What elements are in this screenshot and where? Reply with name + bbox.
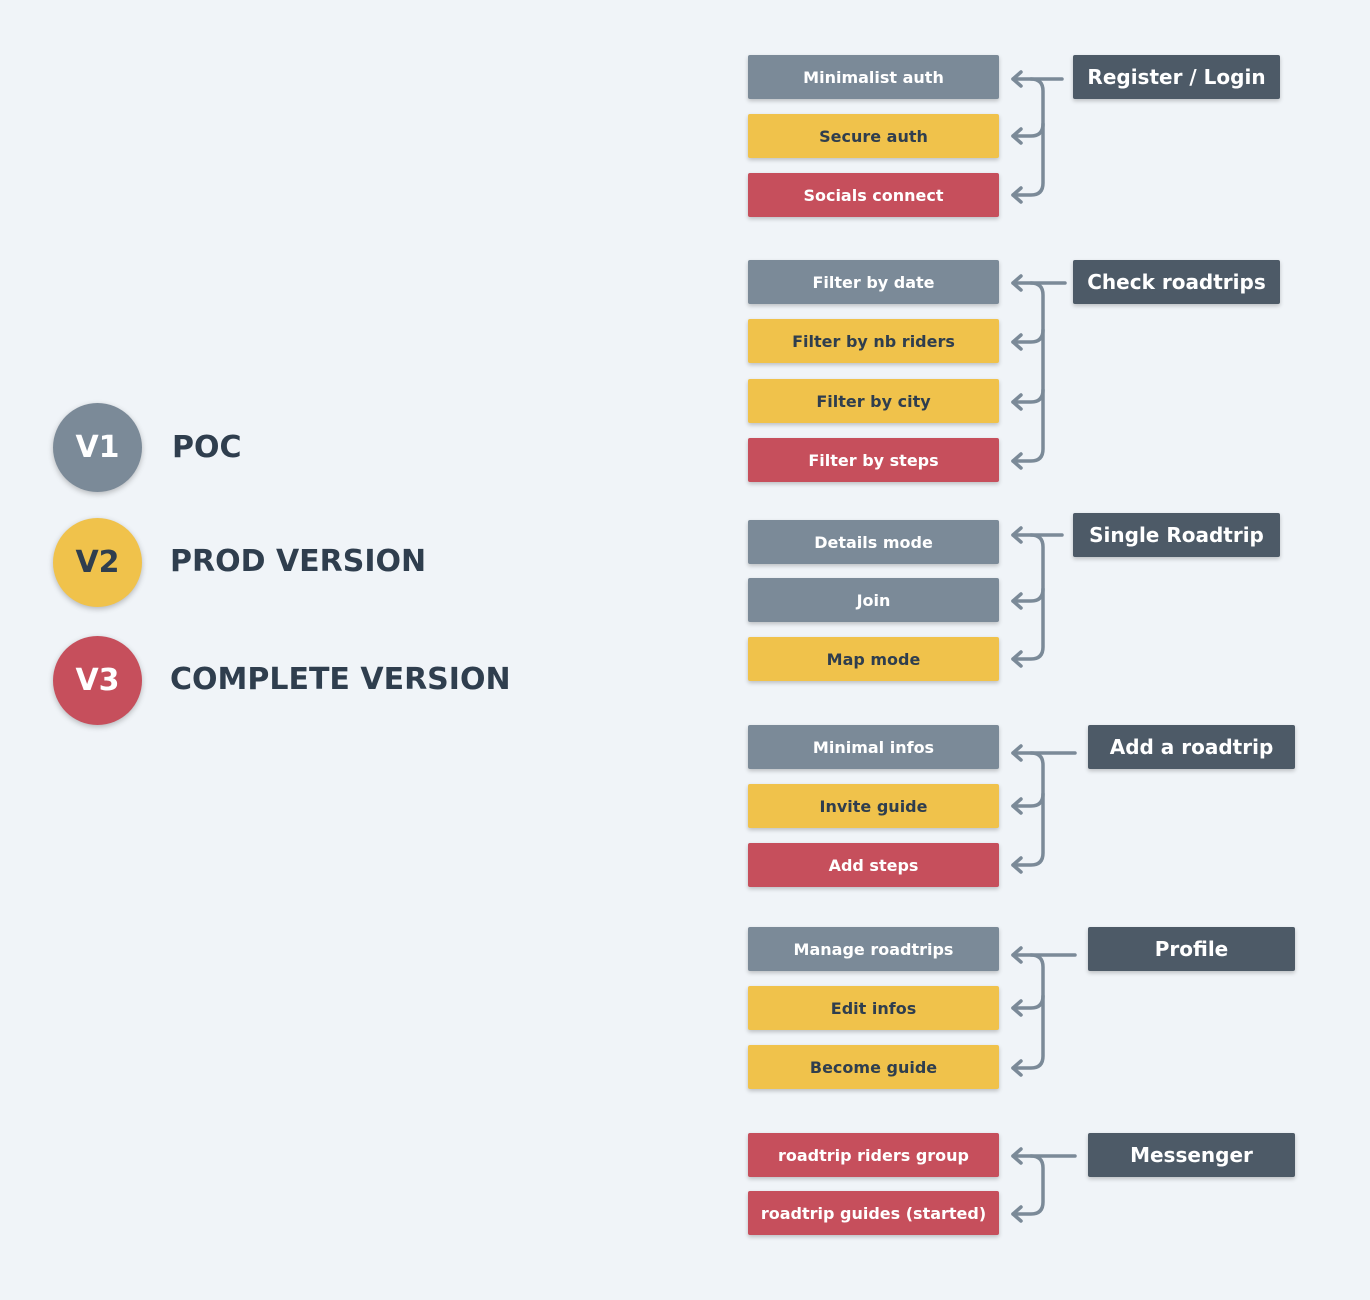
arrowhead-profile-2	[1011, 1059, 1023, 1077]
arrowhead-messenger-0	[1011, 1147, 1023, 1165]
connector-branch-register-login-1	[1011, 122, 1045, 138]
arrowhead-register-login-1	[1011, 127, 1023, 145]
feature-edit-infos: Edit infos	[748, 986, 999, 1030]
connector-branch-add-a-roadtrip-1	[1011, 792, 1045, 808]
connector-branch-single-roadtrip-1	[1011, 587, 1045, 603]
feature-secure-auth: Secure auth	[748, 114, 999, 158]
feature-filter-by-steps: Filter by steps	[748, 438, 999, 482]
feature-minimalist-auth: Minimalist auth	[748, 55, 999, 99]
legend-badge-v3: V3	[53, 636, 142, 725]
arrowhead-add-a-roadtrip-2	[1011, 856, 1023, 874]
feature-add-steps: Add steps	[748, 843, 999, 887]
feature-roadtrip-riders-group: roadtrip riders group	[748, 1133, 999, 1177]
feature-join: Join	[748, 578, 999, 622]
arrowhead-profile-1	[1011, 999, 1023, 1017]
feature-filter-by-nb-riders: Filter by nb riders	[748, 319, 999, 363]
legend-label-v3: COMPLETE VERSION	[170, 662, 511, 697]
arrowhead-check-roadtrips-3	[1011, 452, 1023, 470]
arrowhead-register-login-0	[1011, 70, 1023, 88]
category-profile: Profile	[1088, 927, 1295, 971]
category-register-login: Register / Login	[1073, 55, 1280, 99]
arrowhead-register-login-2	[1011, 186, 1023, 204]
legend-label-v1: POC	[172, 430, 242, 465]
category-add-a-roadtrip: Add a roadtrip	[1088, 725, 1295, 769]
connector-branch-profile-1	[1011, 994, 1045, 1010]
feature-minimal-infos: Minimal infos	[748, 725, 999, 769]
feature-map-mode: Map mode	[748, 637, 999, 681]
feature-filter-by-city: Filter by city	[748, 379, 999, 423]
arrowhead-profile-0	[1011, 946, 1023, 964]
category-messenger: Messenger	[1088, 1133, 1295, 1177]
feature-filter-by-date: Filter by date	[748, 260, 999, 304]
category-single-roadtrip: Single Roadtrip	[1073, 513, 1280, 557]
legend-badge-text: V1	[75, 430, 120, 465]
legend-label-v2: PROD VERSION	[170, 544, 427, 579]
arrowhead-add-a-roadtrip-1	[1011, 797, 1023, 815]
legend-badge-v1: V1	[53, 403, 142, 492]
legend-badge-text: V2	[75, 545, 120, 580]
arrowhead-single-roadtrip-0	[1011, 526, 1023, 544]
legend-badge-text: V3	[75, 663, 120, 698]
connector-bus-check-roadtrips	[1011, 281, 1045, 463]
arrowhead-add-a-roadtrip-0	[1011, 744, 1023, 762]
arrowhead-check-roadtrips-1	[1011, 333, 1023, 351]
arrowhead-single-roadtrip-2	[1011, 650, 1023, 668]
arrowhead-check-roadtrips-2	[1011, 393, 1023, 411]
feature-socials-connect: Socials connect	[748, 173, 999, 217]
feature-roadtrip-guides-started: roadtrip guides (started)	[748, 1191, 999, 1235]
connector-bus-messenger	[1011, 1154, 1045, 1216]
feature-invite-guide: Invite guide	[748, 784, 999, 828]
connector-branch-check-roadtrips-2	[1011, 388, 1045, 404]
legend-badge-v2: V2	[53, 518, 142, 607]
feature-manage-roadtrips: Manage roadtrips	[748, 927, 999, 971]
arrowhead-messenger-1	[1011, 1205, 1023, 1223]
category-check-roadtrips: Check roadtrips	[1073, 260, 1280, 304]
feature-become-guide: Become guide	[748, 1045, 999, 1089]
connector-branch-check-roadtrips-1	[1011, 328, 1045, 344]
feature-details-mode: Details mode	[748, 520, 999, 564]
arrowhead-check-roadtrips-0	[1011, 274, 1023, 292]
arrowhead-single-roadtrip-1	[1011, 592, 1023, 610]
